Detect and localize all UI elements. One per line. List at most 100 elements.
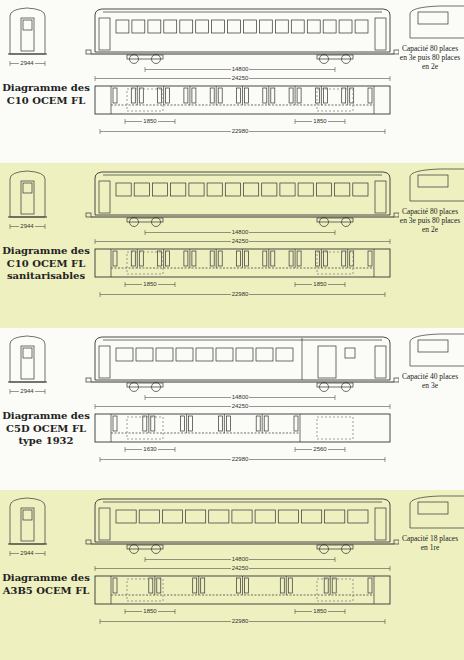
- dimension-label: 2944: [19, 60, 34, 67]
- side-window: [302, 510, 322, 523]
- bogie-frame: [317, 545, 353, 549]
- end-buffer-beam: [8, 543, 47, 544]
- dimension-label: 1850: [312, 118, 327, 125]
- capacity-note: Capacité 80 places en 3e puis 80 places …: [399, 44, 461, 71]
- side-window: [186, 510, 206, 523]
- seat: [368, 578, 372, 593]
- seat: [315, 251, 319, 266]
- side-window: [345, 348, 355, 358]
- dimension-tick: [145, 395, 146, 400]
- seat: [342, 88, 346, 103]
- seat: [368, 88, 372, 103]
- dimension-tick: [295, 282, 296, 287]
- plan-view: [95, 576, 390, 604]
- seat: [218, 88, 222, 103]
- seat: [263, 88, 267, 103]
- end-buffer-beam: [8, 381, 47, 382]
- side-door: [375, 18, 386, 50]
- seat: [139, 88, 143, 103]
- side-window: [132, 20, 145, 33]
- side-window: [298, 183, 313, 196]
- dimension-label: 24250: [231, 565, 250, 572]
- dimension-tick: [145, 557, 146, 562]
- end-view-right: [410, 334, 464, 366]
- corridor-line: [111, 595, 374, 596]
- end-window-right: [418, 502, 448, 514]
- seat: [263, 251, 267, 266]
- plan-view: [95, 249, 390, 277]
- partition: [347, 249, 348, 268]
- seat: [184, 88, 188, 103]
- side-window: [276, 348, 293, 361]
- end-door: [21, 18, 34, 51]
- partition: [286, 576, 287, 595]
- side-window: [280, 183, 295, 196]
- seat: [289, 251, 293, 266]
- seat: [315, 88, 319, 103]
- seat: [332, 578, 336, 593]
- dimension-tick: [385, 292, 386, 297]
- side-window: [278, 510, 298, 523]
- dimension-tick: [175, 447, 176, 452]
- dimension-tick: [175, 282, 176, 287]
- partition: [268, 249, 269, 268]
- seat: [289, 88, 293, 103]
- seat: [210, 88, 214, 103]
- dimension-tick: [295, 119, 296, 124]
- seat: [226, 416, 230, 431]
- dimension-label: 1850: [142, 281, 157, 288]
- partition: [111, 249, 112, 277]
- capacity-note: Capacité 40 places en 3e: [399, 372, 461, 390]
- dimension-label: 14800: [231, 394, 250, 401]
- side-window: [209, 510, 229, 523]
- partition: [189, 249, 190, 268]
- dimension-tick: [385, 129, 386, 134]
- end-window-right: [418, 12, 448, 24]
- underframe: [91, 53, 394, 54]
- luggage-door: [318, 346, 336, 378]
- side-window: [216, 348, 233, 361]
- plan-view: [95, 414, 390, 442]
- seat: [245, 251, 249, 266]
- dimension-tick: [345, 447, 346, 452]
- bogie-outline: [317, 417, 353, 439]
- end-view-right: [410, 496, 464, 528]
- end-buffer-beam: [8, 216, 47, 217]
- seat: [271, 88, 275, 103]
- dimension-label: 2944: [19, 550, 34, 557]
- seat: [192, 251, 196, 266]
- seat: [151, 416, 155, 431]
- underframe: [91, 216, 394, 217]
- seat: [237, 88, 241, 103]
- dimension-tick: [95, 239, 96, 244]
- partition: [224, 414, 225, 433]
- side-window: [225, 183, 240, 196]
- end-buffer-beam: [8, 53, 47, 54]
- end-door: [21, 181, 34, 214]
- dimension-tick: [335, 230, 336, 235]
- side-door: [99, 181, 110, 213]
- corridor-line: [111, 433, 300, 434]
- roof-line: [103, 502, 382, 503]
- roof-line: [103, 175, 382, 176]
- dimension-label: 14800: [231, 556, 250, 563]
- dimension-tick: [145, 230, 146, 235]
- dimension-label: 1850: [142, 118, 157, 125]
- dimension-tick: [45, 61, 46, 66]
- dimension-label: 22980: [231, 291, 250, 298]
- seat: [280, 578, 284, 593]
- seat: [192, 88, 196, 103]
- dimension-tick: [390, 566, 391, 571]
- seat: [237, 251, 241, 266]
- seat: [264, 416, 268, 431]
- side-window: [255, 510, 275, 523]
- bogie-outline: [127, 252, 163, 274]
- dimension-tick: [100, 292, 101, 297]
- dimension-tick: [175, 119, 176, 124]
- end-door-window: [23, 20, 32, 30]
- side-window: [212, 20, 225, 33]
- partition: [111, 86, 112, 114]
- seat: [323, 88, 327, 103]
- buffer: [394, 378, 399, 382]
- seat: [181, 416, 185, 431]
